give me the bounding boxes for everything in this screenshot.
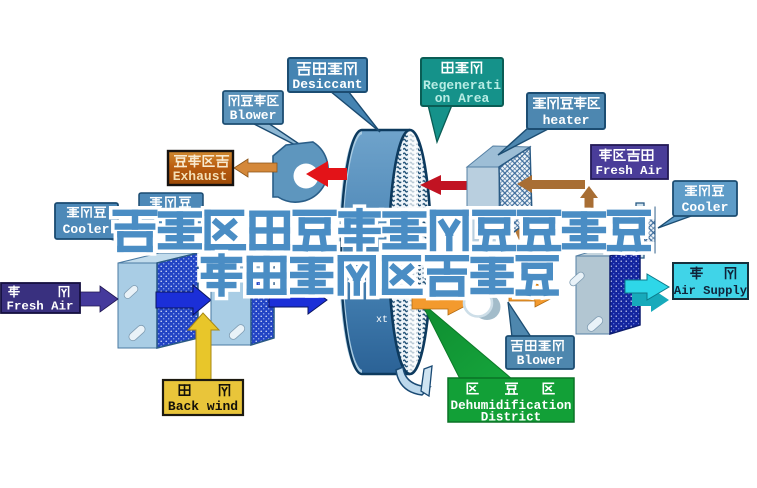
svg-text:Blower: Blower [517,353,564,368]
svg-text:Regenerati: Regenerati [423,78,501,93]
svg-text:xt: xt [376,315,388,326]
svg-text:Back wind: Back wind [168,399,238,414]
svg-text:Desiccant: Desiccant [292,77,362,92]
svg-text:Blower: Blower [230,108,277,123]
svg-text:heater: heater [543,113,590,128]
svg-text:Cooler: Cooler [63,222,110,237]
svg-text:on Area: on Area [435,91,490,106]
svg-text:Air Supply: Air Supply [674,284,748,298]
svg-text:Fresh Air: Fresh Air [596,164,663,178]
svg-text:Cooler: Cooler [682,200,729,215]
svg-text:Exhaust: Exhaust [173,169,228,184]
svg-text:District: District [481,411,541,425]
svg-text:Fresh Air: Fresh Air [7,300,74,314]
svg-text:Dehumidification: Dehumidification [451,399,572,413]
